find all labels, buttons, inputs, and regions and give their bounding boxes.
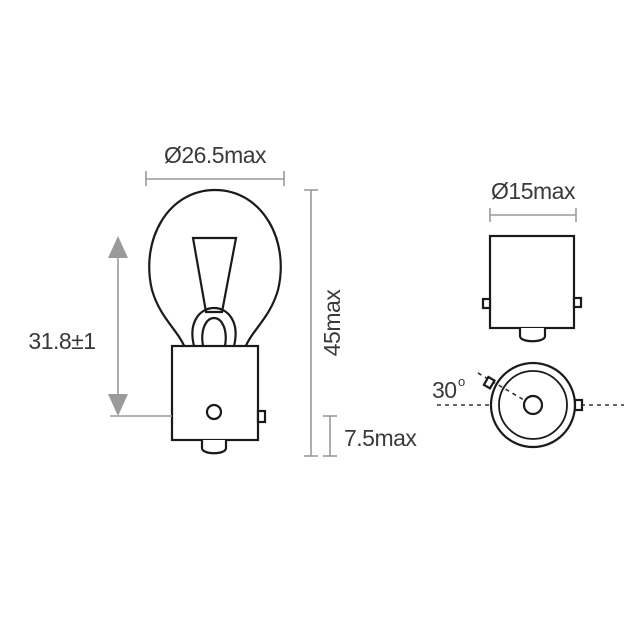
arrow-down-icon xyxy=(108,394,128,416)
overall-length-dimension: 45max xyxy=(304,189,345,457)
bayonet-pin-hole xyxy=(205,403,223,421)
contact-tip xyxy=(200,440,228,455)
base-inner-circle xyxy=(498,370,568,440)
base-diameter-dimension: Ø15max xyxy=(489,178,577,222)
base-contact xyxy=(518,328,547,343)
pin-angle-unit: o xyxy=(458,374,465,389)
base-bottom-view: 30 o xyxy=(432,361,624,449)
side-pin xyxy=(256,409,267,424)
center-contact xyxy=(522,394,544,416)
bottom-left-pin xyxy=(482,375,496,390)
base-right-pin xyxy=(572,296,583,309)
bulb-side-view xyxy=(148,188,282,455)
light-center-dimension: 31.8±1 xyxy=(28,236,172,417)
pin-length-dimension: 7.5max xyxy=(323,415,418,457)
glass-envelope xyxy=(148,188,282,349)
base-diameter-label: Ø15max xyxy=(491,178,576,204)
base-left-pin xyxy=(481,297,492,310)
arrow-up-icon xyxy=(108,236,128,258)
bulb-diameter-dimension: Ø26.5max xyxy=(145,142,285,186)
pin-angle-label: 30 xyxy=(432,377,457,403)
overall-length-label: 45max xyxy=(319,289,345,357)
base-side-view xyxy=(481,234,583,343)
metal-base xyxy=(170,344,260,442)
light-center-label: 31.8±1 xyxy=(28,328,95,354)
base-cylinder xyxy=(488,234,576,330)
bottom-right-pin xyxy=(573,398,584,412)
pin-length-label: 7.5max xyxy=(344,425,417,451)
filament-loop xyxy=(191,306,237,347)
filament-support xyxy=(191,236,238,314)
angle-line xyxy=(477,372,525,401)
bulb-diameter-label: Ø26.5max xyxy=(164,142,267,168)
filament-inner xyxy=(201,316,227,347)
